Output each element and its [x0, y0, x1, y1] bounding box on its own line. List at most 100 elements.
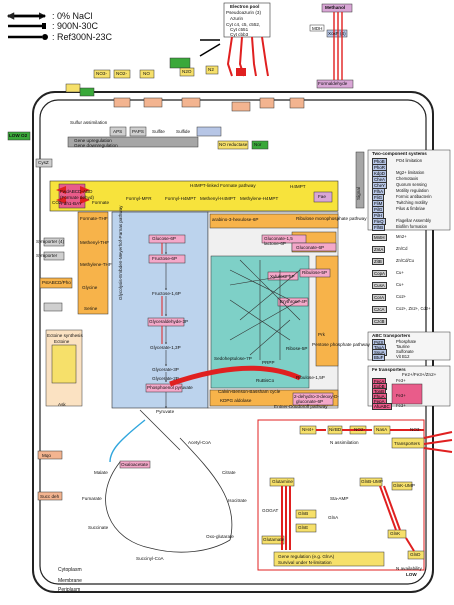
gene-note-kdpd: Mg2+ limitation: [396, 169, 425, 175]
fe-ion-label: Fe2+/Fe3+/Zn2+: [402, 372, 437, 377]
n-avail-label: N availability: [396, 566, 422, 571]
nitrogen-top-boxes: [65, 57, 305, 112]
glnk-label: GlnK: [390, 531, 401, 536]
methanol-label: Methanol: [325, 5, 346, 10]
sulfite-label: Sulfite: [152, 129, 165, 134]
transporters-label: Transporters: [394, 441, 420, 446]
fwd-label: FwdABCD-ABD: [60, 189, 93, 194]
acetyl-coa-label: Acetyl-CoA: [188, 440, 211, 445]
h4mpt-title: H4MPT-linked Formate pathway: [190, 183, 256, 188]
n2o-top: N2O: [182, 69, 192, 74]
cyt-c551-label: Cyt c551: [230, 27, 249, 32]
gene-downreg-label: Gene downregulation: [74, 143, 118, 148]
gene-note-czca: Co2+, Zn2+, Cd2+: [396, 305, 431, 311]
pep-label: Phosphoenol pyruvate: [147, 385, 193, 390]
arabino-label: arabino-3-hexulose-6P: [212, 217, 259, 222]
pst-label: PstABCD/Pho: [42, 280, 71, 285]
gene-note-btuf: Vit B12: [396, 353, 410, 359]
isocitrate-label: Isocitrate: [228, 498, 247, 503]
methenyl-h4mpt-label: Methenyl-H4MPT: [200, 196, 236, 201]
no-reductase-label: NO reductase: [219, 142, 248, 147]
gene-note-fleq: Flagellar Assembly: [396, 217, 432, 223]
gene-box-afuabc: AfuABC: [372, 403, 392, 410]
no3-top: NO3-: [96, 71, 107, 76]
ask-label: Ask: [58, 402, 66, 407]
h4mpt-box: [49, 180, 339, 212]
rubisco-label: RuBisCo: [256, 378, 275, 383]
co2-h4mpt-label: CO2: [52, 200, 62, 205]
glnb-label: GlnB: [298, 511, 309, 516]
two-comp-title: Two-component systems: [372, 151, 427, 156]
glyceraldehyde3p-label: Glyceraldehyde-3P: [149, 319, 189, 324]
no3-assim-label: NO3-: [410, 427, 421, 432]
gene-note-ssua: Sulfonate: [396, 348, 414, 354]
gene-note-feca: Fe3+: [396, 377, 406, 383]
gene-note-flha: Motility regulation: [396, 187, 429, 193]
mdh-label: MDH: [312, 26, 323, 31]
formate-label: Formate: [92, 200, 110, 205]
gene-note-cusa: Cu+: [396, 281, 404, 287]
legend-label-dot: : Ref300N-23C: [52, 32, 113, 42]
glnk-ump-label: GlnK-UMP: [393, 483, 415, 488]
ectoine-synth-label: Ectoine synthesis: [47, 333, 83, 338]
malate-label: Malate: [94, 470, 108, 475]
ectoine-label: Ectoine: [54, 339, 70, 344]
glna-label: GlnA: [328, 515, 339, 520]
h4mpt-label: H4MPT: [290, 184, 306, 189]
gluconate6p-label: Gluconate-6P: [296, 245, 325, 250]
glutamine-label: Glutamine: [272, 479, 293, 484]
xylulose5p-label: Xylulose-5P: [270, 274, 295, 279]
citrate-label: Citrate: [222, 470, 236, 475]
no-top: NO: [143, 71, 150, 76]
formyl-h4mpt-label: Formyl-H4MPT: [165, 196, 197, 201]
gene-note-znta: Zn/Cd: [396, 245, 408, 251]
fdh-label: Fdh1-BAY: [61, 201, 82, 206]
nasa-label: NasA: [376, 427, 388, 432]
gene-note-mnth: Mn2+: [396, 233, 407, 239]
sulfur-box: [67, 136, 199, 148]
fructose16p-label: Fructose-1,6P: [152, 291, 181, 296]
oxaloacetate-label: Oxaloacetate: [121, 462, 149, 467]
gene-note-afuabc: Fe3+: [396, 402, 406, 408]
glne-label: GlnE: [298, 525, 309, 530]
glnb-ump-label: GlnB-UMP: [361, 479, 383, 484]
lactone-label: lactone-6P: [264, 241, 286, 246]
gene-note-cora: Co2+: [396, 293, 407, 299]
nirbd-label: NirBD: [329, 427, 342, 432]
abc-title: ABC transporters: [372, 333, 411, 338]
nor-label: Nor: [254, 142, 262, 147]
oxoglutarate-label: Oxo-glutarate: [206, 534, 234, 539]
pseudoazurin-label: Pseudoazurin (3): [226, 10, 261, 15]
erythrose4p-label: Erythrose-4P: [280, 299, 307, 304]
legend-label-double-arrow: : 0% NaCl: [52, 11, 93, 21]
n-low-label: LOW: [406, 572, 417, 577]
aps-label: APS: [113, 129, 123, 134]
gene-box-copa: CopA: [372, 270, 387, 277]
methenyl-thf-label: Methenyl-THF: [80, 240, 110, 245]
sta-amp-label: Sta-AMP: [330, 496, 349, 501]
pentose-label: Pentose phosphate pathway: [312, 342, 370, 347]
legend-markers: [6, 12, 48, 40]
kdpg-sub-label: 2-dehydro-3-deoxy-D-: [294, 394, 339, 399]
gene-reg-label: Gene regulation (e.g. GlnA): [278, 554, 335, 559]
methylene-h4mpt-label: Methylene-H4MPT: [240, 196, 279, 201]
gene-box-zitb: ZitB: [372, 258, 384, 265]
no2-assim-label: NO2-: [354, 427, 365, 432]
fumarate-label: Fumarate: [82, 496, 102, 501]
gene-note-taua: Taurine: [396, 343, 410, 349]
nh4-label: NH4+: [302, 427, 314, 432]
fe-title: Fe transporters: [372, 367, 406, 372]
formaldehyde-top-label: Formaldehyde: [318, 81, 348, 86]
gene-note-chea: Chemotaxis: [396, 175, 419, 181]
sedoheptulose-label: Sedoheptulose-7P: [214, 356, 252, 361]
glnd-label: GlnD: [410, 552, 421, 557]
n-assim-label: N assimilation: [330, 440, 359, 445]
signal-label: Signal: [356, 187, 361, 200]
formate-thf-label: Formate-THF: [80, 216, 108, 221]
gene-box-cora: CorA: [372, 294, 387, 301]
electron-pool-box: [223, 2, 271, 38]
gene-note-phob: PO4 limitation: [396, 157, 423, 163]
cytochromes-label: Cyt c4, c5, c552,: [226, 22, 261, 27]
ribulose5p-label: Ribulose-5P: [302, 270, 328, 275]
